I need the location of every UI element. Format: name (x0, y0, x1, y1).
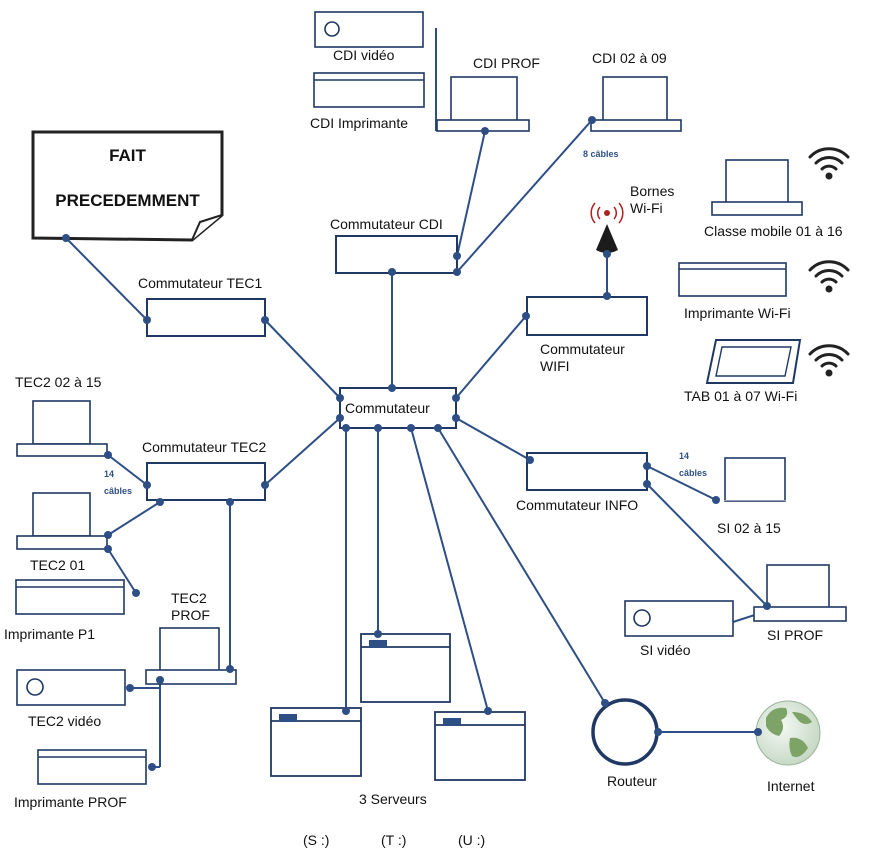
switch-tec1 (146, 298, 266, 337)
switch-tec2 (146, 462, 266, 501)
wifi-icons (808, 147, 850, 368)
printer-cdi (313, 72, 425, 108)
printer-wifi (678, 262, 787, 297)
globe-icon (755, 700, 821, 766)
info-cables-label: 14 câbles (679, 451, 708, 478)
switch-tec1-label: Commutateur TEC1 (138, 275, 263, 291)
printer-p1-label: Imprimante P1 (4, 626, 96, 642)
laptop-tec2-pcs (32, 400, 91, 445)
internet-label: Internet (767, 778, 815, 794)
laptop-mobile (725, 159, 789, 204)
switch-cdi-label: Commutateur CDI (330, 216, 443, 232)
tec2-cables-label: 14 câbles (104, 469, 133, 496)
switch-info-label: Commutateur INFO (516, 497, 639, 513)
projectors (16, 11, 734, 706)
mobile-class-label: Classe mobile 01 à 16 (704, 223, 843, 239)
note-shape (31, 130, 224, 242)
printer-prof-label: Imprimante PROF (14, 794, 127, 810)
printers (15, 72, 787, 785)
printer-p1 (15, 579, 125, 615)
switch-info (526, 452, 648, 491)
laptop-cdi-pcs (602, 76, 668, 122)
drive-s-label: (S :) (303, 832, 330, 848)
cdi-cables-label: 8 câbles (583, 149, 619, 159)
si-video-label: SI vidéo (640, 642, 691, 658)
connection-dots (62, 116, 771, 771)
router-label: Routeur (607, 773, 657, 789)
laptop-tec2-01 (32, 492, 91, 537)
laptop-cdi-prof (450, 76, 518, 122)
cdi-video-label: CDI vidéo (333, 47, 395, 63)
servers-label: 3 Serveurs (359, 791, 427, 807)
switch-wifi (526, 296, 648, 336)
note-line2: PRECEDEMMENT (55, 191, 200, 210)
laptop-si-prof (766, 564, 830, 609)
switch-tec2-label: Commutateur TEC2 (142, 439, 267, 455)
switches (146, 235, 648, 501)
printer-prof (37, 749, 147, 785)
tec2-01-label: TEC2 01 (30, 557, 86, 573)
drive-t-label: (T :) (381, 832, 407, 848)
switch-core (339, 387, 457, 429)
printer-wifi-label: Imprimante Wi-Fi (684, 305, 791, 321)
bornes-wifi-label: Bornes Wi-Fi (630, 183, 675, 216)
access-point-icon (590, 202, 624, 253)
switch-cdi (335, 235, 458, 274)
connection-lines (65, 28, 771, 768)
servers (270, 633, 526, 781)
tec2-pcs-label: TEC2 02 à 15 (15, 374, 102, 390)
tablets-label: TAB 01 à 07 Wi-Fi (684, 388, 798, 404)
si-prof-label: SI PROF (767, 627, 824, 643)
tec2-video-label: TEC2 vidéo (28, 713, 102, 729)
cdi-pcs-label: CDI 02 à 09 (592, 50, 667, 66)
si-pcs-label: SI 02 à 15 (717, 520, 781, 536)
tec2-prof-label: TEC2 PROF (171, 590, 210, 623)
drive-u-label: (U :) (458, 832, 486, 848)
laptops (16, 76, 847, 685)
router-icon (591, 698, 659, 766)
laptop-tec2-prof (159, 627, 220, 672)
note-line1: FAIT (109, 146, 146, 165)
wifi-icon-dots (825, 172, 833, 377)
cdi-prof-label: CDI PROF (473, 55, 540, 71)
switch-wifi-label: Commutateur WIFI (540, 341, 625, 374)
switch-core-label: Commutateur (345, 400, 430, 416)
tablet (705, 339, 802, 384)
laptop-si-pcs (724, 457, 786, 502)
cdi-printer-label: CDI Imprimante (310, 115, 409, 131)
